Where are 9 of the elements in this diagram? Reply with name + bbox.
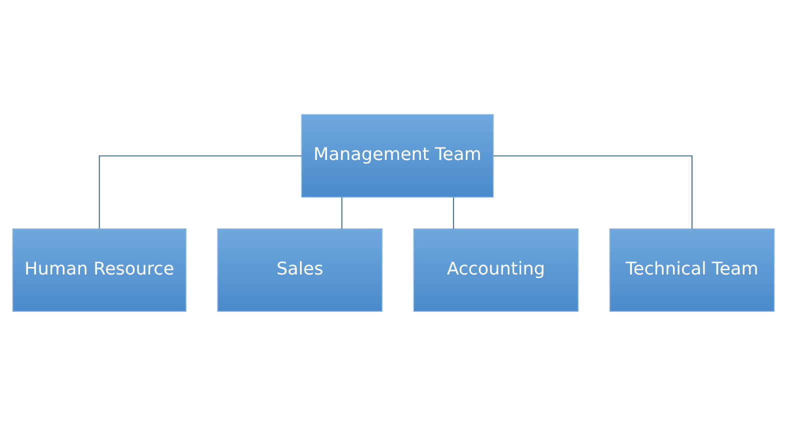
connector — [98, 155, 302, 229]
node-box: Sales — [217, 228, 382, 312]
node-box: Human Resource — [12, 228, 186, 312]
node-box: Accounting — [413, 228, 579, 312]
connector — [494, 155, 693, 229]
node-box: Technical Team — [609, 228, 775, 312]
node-box: Management Team — [301, 114, 494, 198]
connector — [341, 197, 342, 229]
connector — [452, 197, 454, 229]
